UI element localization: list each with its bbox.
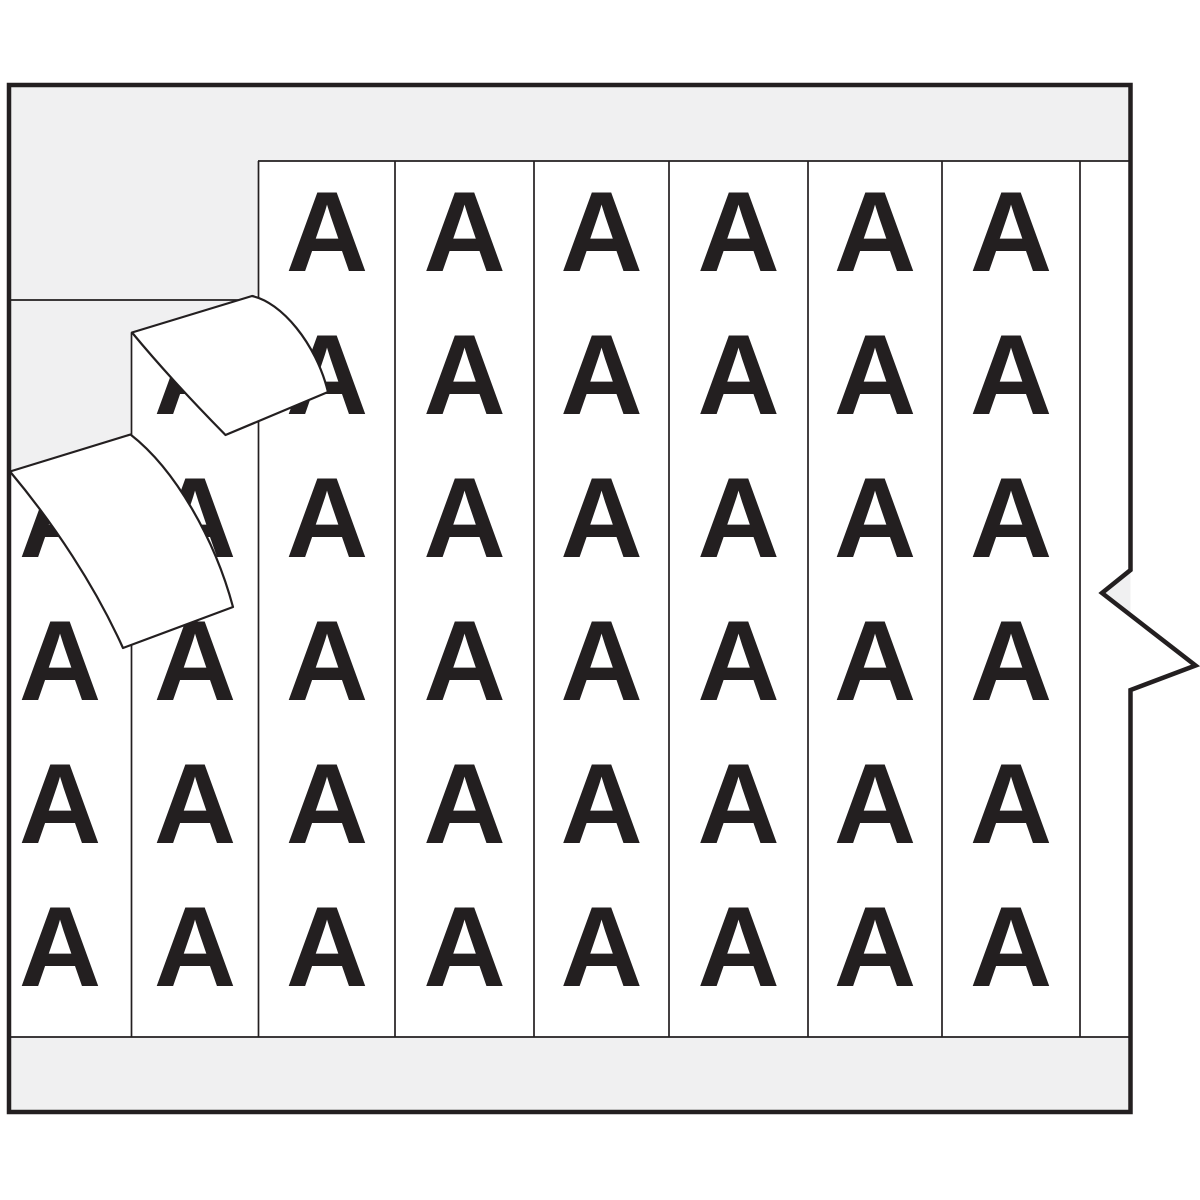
marker-letter: A [19,884,101,1011]
marker-letter: A [560,455,642,582]
marker-letter: A [697,884,779,1011]
marker-letter: A [834,169,916,296]
marker-letter: A [423,455,505,582]
marker-letter: A [970,741,1052,868]
marker-letter: A [970,884,1052,1011]
marker-letter: A [697,598,779,725]
marker-letter: A [19,741,101,868]
marker-letter: A [423,741,505,868]
marker-letter: A [154,884,236,1011]
marker-letter: A [697,312,779,439]
marker-letter: A [834,598,916,725]
marker-letter: A [560,169,642,296]
marker-letter: A [560,598,642,725]
marker-letter: A [19,598,101,725]
marker-letter: A [423,312,505,439]
marker-letter: A [970,455,1052,582]
marker-letter-grid: AAAAAAAAAAAAAAAAAAAAAAAAAAAAAAAAAAAAAAAA… [19,169,1052,1011]
peeling-label-upper [130,294,330,437]
marker-letter: A [697,741,779,868]
marker-letter: A [834,455,916,582]
marker-letter: A [423,598,505,725]
peeling-label-lower [8,433,235,650]
marker-letter: A [560,312,642,439]
marker-letter: A [423,884,505,1011]
marker-letter: A [560,741,642,868]
marker-letter: A [834,884,916,1011]
card-border-with-peel-arrow [6,82,1200,1115]
marker-letter: A [970,598,1052,725]
marker-letter: A [697,169,779,296]
marker-letter: A [286,884,368,1011]
marker-letter: A [286,741,368,868]
marker-letter: A [286,169,368,296]
marker-letter: A [697,455,779,582]
marker-letter: A [560,884,642,1011]
marker-letter: A [154,741,236,868]
marker-letter: A [970,312,1052,439]
marker-letter: A [423,169,505,296]
marker-letter: A [834,312,916,439]
marker-letter: A [970,169,1052,296]
marker-letter: A [286,598,368,725]
marker-letter: A [834,741,916,868]
marker-letter: A [286,455,368,582]
